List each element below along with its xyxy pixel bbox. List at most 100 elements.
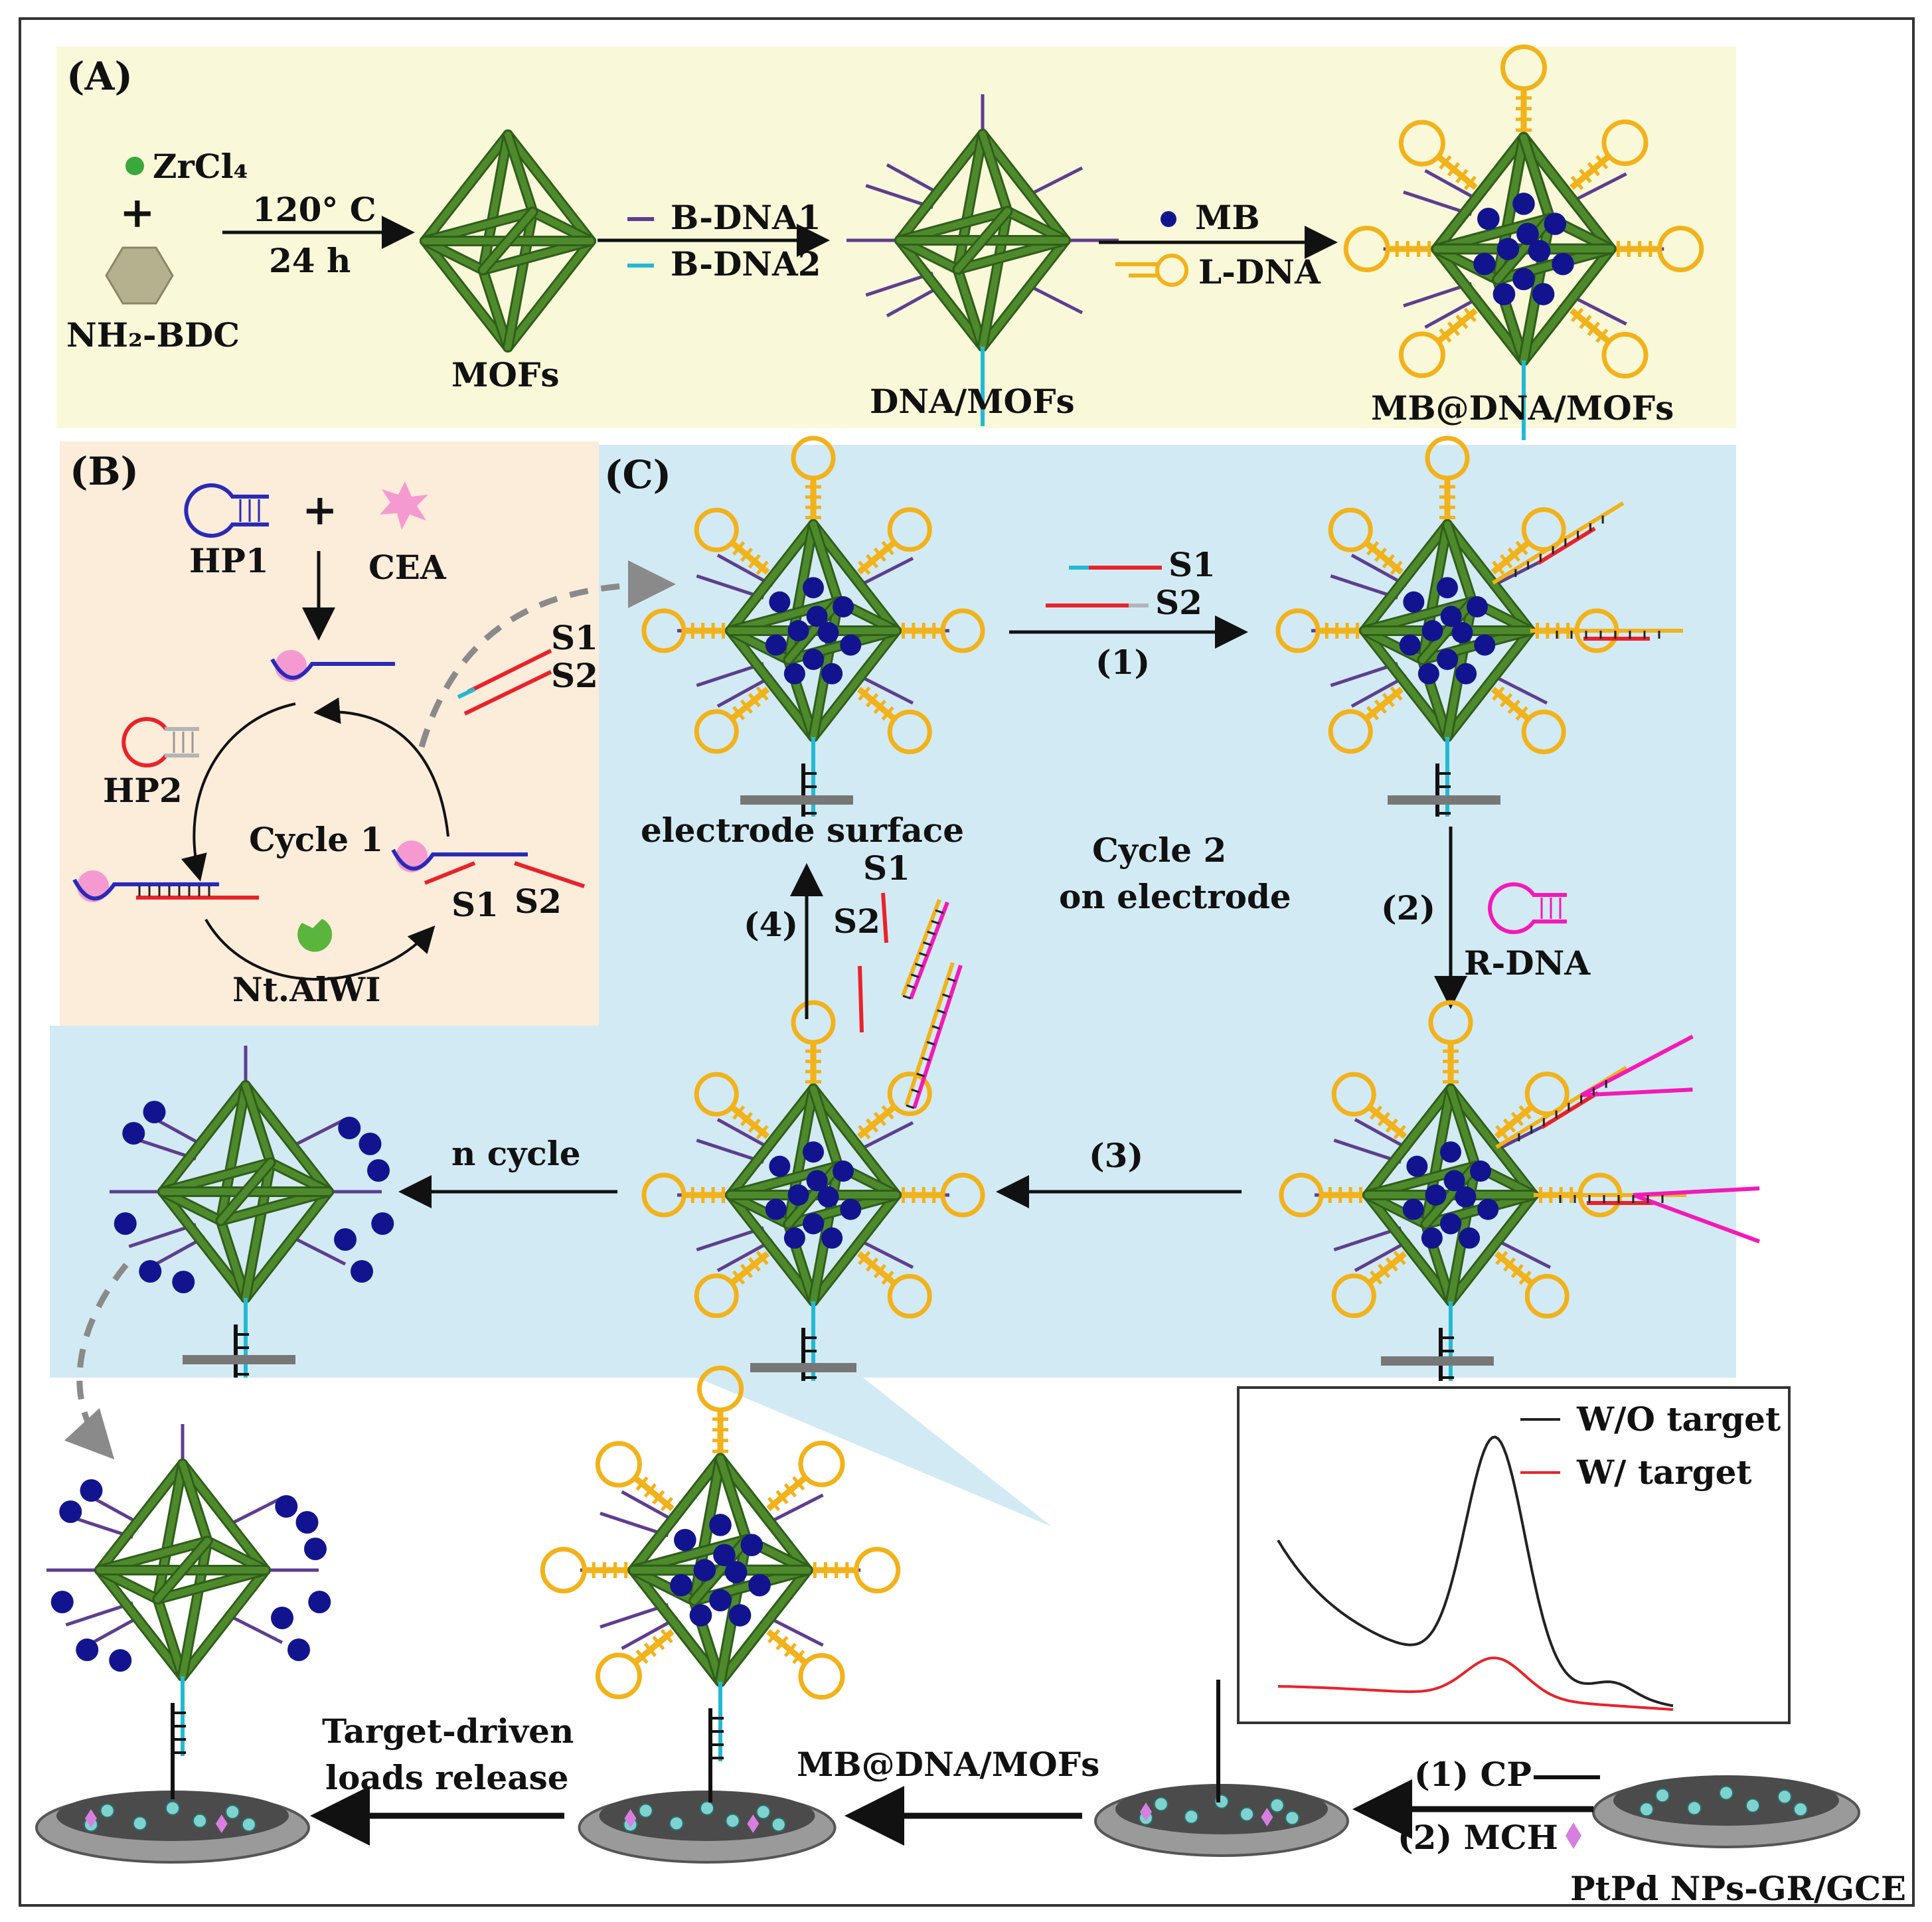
ldna-rung [783, 1642, 797, 1658]
ldna-rung [858, 560, 871, 576]
mb-molecule [670, 1573, 692, 1597]
ldna-loop [595, 1652, 642, 1700]
mof-edge [1433, 133, 1528, 253]
dna-mofs-label: DNA/MOFs [870, 382, 1075, 421]
mb-molecule [1399, 634, 1421, 656]
ldna-rung [1377, 1263, 1391, 1279]
mb-molecule-released [338, 1117, 361, 1139]
ldna-rung [1595, 328, 1609, 343]
ldna-loop [1279, 1172, 1324, 1218]
ptpd-nanoparticle [100, 1803, 115, 1818]
mof-edge [1444, 521, 1476, 605]
ldna-rung [1587, 321, 1600, 337]
c-s1-released-label: S1 [863, 848, 910, 888]
mof-edge [727, 627, 817, 740]
ldna-rung [865, 1118, 879, 1133]
zrcl4-label: ZrCl₄ [153, 147, 248, 186]
ldna-rung [732, 541, 746, 556]
mof-edge [1447, 1085, 1479, 1170]
ldna-loop [854, 1547, 901, 1593]
dashed-arrow-to-electrode-view [64, 1263, 129, 1460]
n-cycle-label: n cycle [451, 1134, 581, 1173]
ldna-rung [1447, 321, 1460, 336]
ldna-loop [791, 436, 836, 481]
bdna1-arm [854, 1121, 914, 1153]
ldna-strand [904, 962, 955, 1106]
ldna-rung [1382, 692, 1395, 708]
base-pair [941, 993, 951, 999]
step1-label: (1) [1095, 643, 1150, 682]
ldna-rung [858, 1250, 871, 1265]
ldna-rung [748, 1257, 761, 1272]
mof-edge [422, 238, 511, 351]
cycle2-label-line1: Cycle 2 [1092, 831, 1226, 870]
mof-edge [810, 1085, 842, 1170]
cycle2-label-line2: on electrode [1059, 877, 1291, 916]
mof-edge [810, 521, 842, 605]
mof-edge [505, 131, 594, 244]
cea-label: CEA [368, 548, 447, 587]
ldna-loop [694, 507, 739, 552]
bdna1-arm [1024, 282, 1084, 315]
panel-a-label: (A) [66, 54, 133, 99]
bdna1-arm [1492, 1237, 1552, 1269]
ldna-rung [660, 1496, 673, 1512]
mb-molecule [1437, 649, 1458, 671]
s-strand [1537, 526, 1596, 565]
mb-molecule [765, 634, 787, 656]
mb-molecule [840, 634, 862, 656]
ldna-loop [791, 1000, 836, 1045]
legend-label-wo-target: W/O target [1576, 1400, 1781, 1439]
ldna-rung [756, 1125, 769, 1140]
bottom-mb-dna-mofs-label: MB@DNA/MOFs [797, 1745, 1099, 1784]
ldna-rung [1515, 540, 1528, 556]
ptpd-nanoparticle [1719, 1785, 1733, 1801]
ldna-strand [901, 898, 941, 997]
cycle1-arc-bottom [204, 918, 436, 981]
mb-molecule [1473, 252, 1496, 276]
ldna-rung [748, 692, 761, 708]
b-s2-out-label: S2 [551, 656, 598, 695]
ldna-rung [1463, 175, 1477, 191]
ldna-loop [1275, 608, 1321, 653]
ldna-rung [881, 706, 894, 721]
mch-molecule [1261, 1808, 1273, 1826]
ptpd-nanoparticle [132, 1816, 147, 1831]
nh2bdc-label: NH₂-BDC [66, 315, 240, 355]
mb-molecule [748, 1573, 771, 1597]
mof-edge [179, 1461, 269, 1573]
mch-molecule [215, 1814, 228, 1833]
mch-molecule [747, 1814, 760, 1833]
ldna-rung [660, 1629, 673, 1644]
ldna-rung [732, 1270, 746, 1285]
mof-edge [159, 1188, 249, 1301]
released-s1-s2-icon [457, 649, 552, 716]
mof-edge [954, 266, 986, 350]
mb-molecule-released [271, 1607, 293, 1629]
mch-molecule [85, 1809, 97, 1828]
ldna-rung [643, 1483, 657, 1498]
mof-edge [979, 131, 1069, 244]
ldna-rung [1492, 560, 1505, 576]
mb-molecule [787, 1184, 809, 1206]
ldna-loop [1398, 120, 1445, 167]
ldna-rung [1495, 1125, 1508, 1140]
mof-edge [810, 521, 900, 634]
mb-molecule-released [172, 1271, 195, 1293]
ldna-rung [1377, 1111, 1391, 1127]
mof-edge [505, 208, 536, 351]
mb-molecule [803, 577, 824, 599]
ldna-rung [1570, 307, 1584, 323]
released-s2-strand [858, 965, 864, 1033]
step2-label: (2) [1381, 888, 1435, 927]
ldna-rung [1439, 155, 1452, 170]
bdna1-arm [287, 1234, 347, 1266]
mof-edge [896, 237, 986, 350]
ldna-loop [1601, 119, 1649, 166]
ldna-rung [1369, 1105, 1383, 1120]
hp1-hairpin-icon [184, 483, 269, 538]
mof-edge [1444, 521, 1534, 634]
ptpd-nanoparticle [756, 1804, 771, 1820]
ldna-rung [1374, 699, 1388, 714]
c-s2-released-label: S2 [833, 902, 880, 941]
